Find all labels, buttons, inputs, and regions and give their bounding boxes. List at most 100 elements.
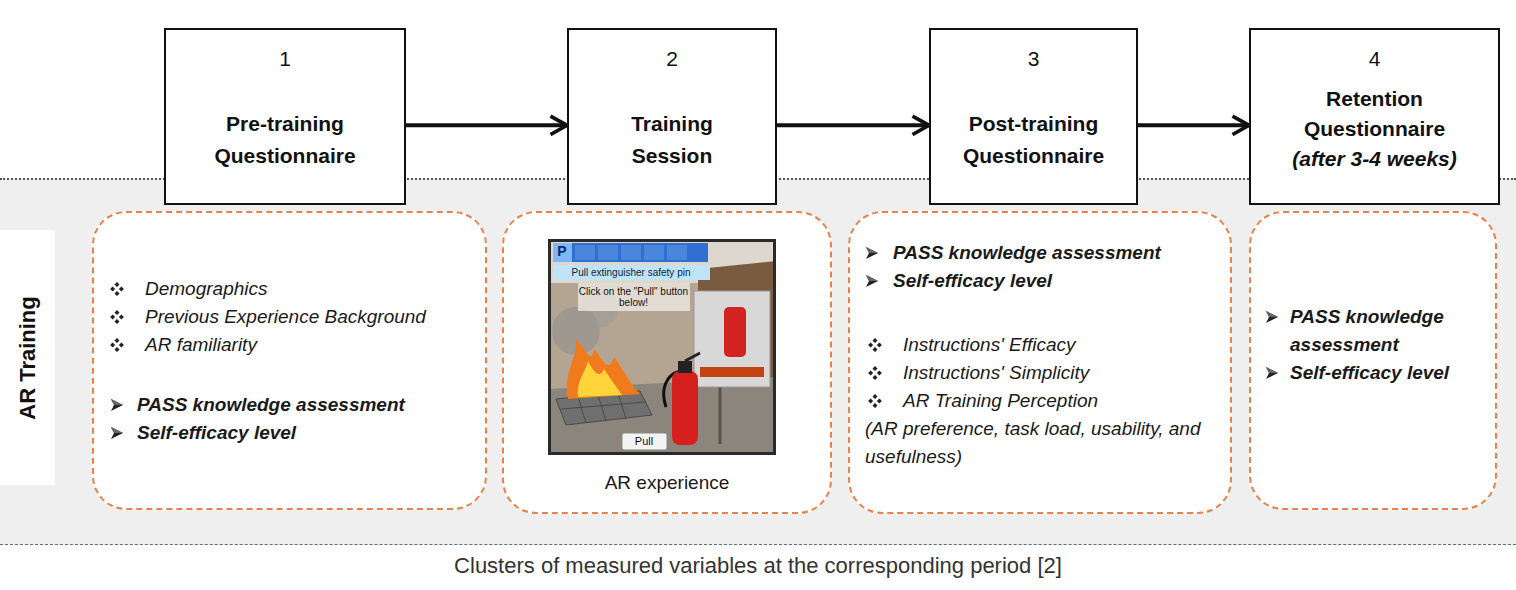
measure-key: Self-efficacy level	[893, 267, 1216, 295]
measure-item: AR Training Perception	[903, 387, 1216, 415]
screen-label: Pull extinguisher safety pin	[572, 267, 691, 278]
process-box: 2Training Session	[567, 28, 777, 205]
arrow-bullet-shape	[111, 399, 123, 411]
group-band: AR Training DemographicsPrevious Experien…	[0, 178, 1516, 545]
flame-core	[577, 361, 621, 397]
measure-box: PASS knowledge assessmentSelf-efficacy l…	[848, 211, 1232, 514]
arrow-bullet	[1265, 366, 1279, 380]
measure-key: PASS knowledge assessment	[893, 239, 1216, 267]
list-item: PASS knowledge assessment	[850, 239, 1230, 267]
measure-item: AR familiarity	[145, 331, 471, 359]
measure-key: Self-efficacy level	[1290, 359, 1481, 387]
diamond-bullet-shape	[110, 310, 124, 324]
step-title-group: Retention Questionnaire(after 3-4 weeks)	[1275, 84, 1475, 174]
extinguisher-handle	[685, 353, 700, 361]
training-box: AR experience P Pull extinguisher safety p…	[502, 211, 832, 514]
band-bottom-line	[0, 544, 1516, 545]
measure-item: (AR preference, task load, usability, an…	[865, 415, 1216, 471]
process-box: 3Post-training Questionnaire	[929, 28, 1138, 205]
measure-item: Previous Experience Background	[145, 303, 471, 331]
flow-arrow	[406, 123, 567, 127]
diamond-bullet	[868, 338, 882, 352]
measure-box: DemographicsPrevious Experience Backgrou…	[92, 211, 487, 510]
step-cell	[598, 245, 618, 260]
step-cell	[667, 245, 687, 260]
arrow-bullet-shape	[1266, 367, 1278, 379]
flow-arrow	[1138, 123, 1249, 127]
measure-item: Instructions' Simplicity	[903, 359, 1216, 387]
arrow-bullet-shape	[1266, 311, 1278, 323]
sign-stripe	[700, 367, 764, 377]
list-item: (AR preference, task load, usability, an…	[850, 415, 1230, 471]
list-item: AR Training Perception	[850, 387, 1230, 415]
process-box: 4Retention Questionnaire(after 3-4 weeks…	[1249, 28, 1500, 205]
step-number: 2	[666, 46, 678, 72]
screen-label-box: P	[553, 243, 572, 262]
arrow-bullet-shape	[866, 275, 878, 287]
instruction-band	[553, 265, 710, 280]
measure-key: PASS knowledge assessment	[1290, 303, 1481, 359]
list-item: AR familiarity	[94, 331, 485, 359]
process-box: 1Pre-training Questionnaire	[164, 28, 406, 205]
arrow-bullet-shade	[111, 399, 123, 405]
diamond-bullet-shape	[110, 338, 124, 352]
list-item: Self-efficacy level	[1251, 359, 1495, 387]
sign-extinguisher	[724, 307, 746, 357]
step-number: 3	[1028, 46, 1040, 72]
list-item: Previous Experience Background	[94, 303, 485, 331]
diamond-bullet	[868, 366, 882, 380]
step-title: Pre-training Questionnaire	[176, 108, 394, 172]
step-title: (after 3-4 weeks)	[1292, 144, 1457, 174]
diamond-bullet	[110, 310, 124, 324]
screen-label-box: Pull extinguisher safety pin	[553, 265, 710, 280]
arrow-bullet	[1265, 310, 1279, 324]
list-item: Instructions' Simplicity	[850, 359, 1230, 387]
row-label: AR Training	[15, 296, 41, 419]
screen-label: Click on the "Pull" button below!	[578, 286, 690, 308]
step-title: Training Session	[602, 108, 742, 172]
step-title-group: Training Session	[602, 108, 742, 172]
step-cell	[621, 245, 641, 260]
screenshot-frame	[549, 240, 774, 453]
measure-key: PASS knowledge assessment	[137, 391, 471, 419]
step-title-group: Pre-training Questionnaire	[176, 108, 394, 172]
figure-caption: AR experience	[504, 469, 830, 497]
sign-panel	[694, 291, 770, 387]
list-item: Demographics	[94, 275, 485, 303]
extinguisher-body	[672, 371, 698, 445]
arrow-bullet	[110, 426, 124, 440]
instruction-patch	[578, 283, 690, 311]
diamond-bullet	[868, 394, 882, 408]
measure-item: Demographics	[145, 275, 471, 303]
arrow-bullet	[865, 274, 879, 288]
arrow-bullet-shape	[866, 247, 878, 259]
arrow-bullet-shade	[111, 427, 123, 433]
extinguisher-valve	[678, 361, 692, 373]
arrow-bullet-shape	[111, 427, 123, 439]
step-title-group: Post-training Questionnaire	[941, 108, 1126, 172]
diamond-bullet	[110, 338, 124, 352]
step-cell	[553, 243, 572, 262]
pull-button	[622, 433, 667, 450]
figure-caption: Clusters of measured variables at the co…	[454, 553, 1062, 578]
step-cell	[575, 245, 595, 260]
list-item: PASS knowledge assessment	[1251, 303, 1495, 359]
diamond-bullet	[110, 282, 124, 296]
diamond-bullet-shape	[110, 282, 124, 296]
arrow-bullet-shade	[1266, 367, 1278, 373]
arrow-bullet-shade	[1266, 311, 1278, 317]
measure-box: PASS knowledge assessmentSelf-efficacy l…	[1249, 211, 1497, 510]
flame	[566, 339, 639, 399]
arrow-bullet-shade	[866, 247, 878, 253]
screen-label-box: Click on the "Pull" button below!	[578, 283, 690, 311]
list-item: Instructions' Efficacy	[850, 331, 1230, 359]
flow-arrow	[777, 123, 929, 127]
screen-label: P	[557, 244, 566, 259]
diamond-bullet-shape	[868, 366, 882, 380]
list-item: Self-efficacy level	[94, 419, 485, 447]
diamond-bullet-shape	[868, 338, 882, 352]
step-number: 1	[279, 46, 291, 72]
list-item: Self-efficacy level	[850, 267, 1230, 295]
measure-item: Instructions' Efficacy	[903, 331, 1216, 359]
